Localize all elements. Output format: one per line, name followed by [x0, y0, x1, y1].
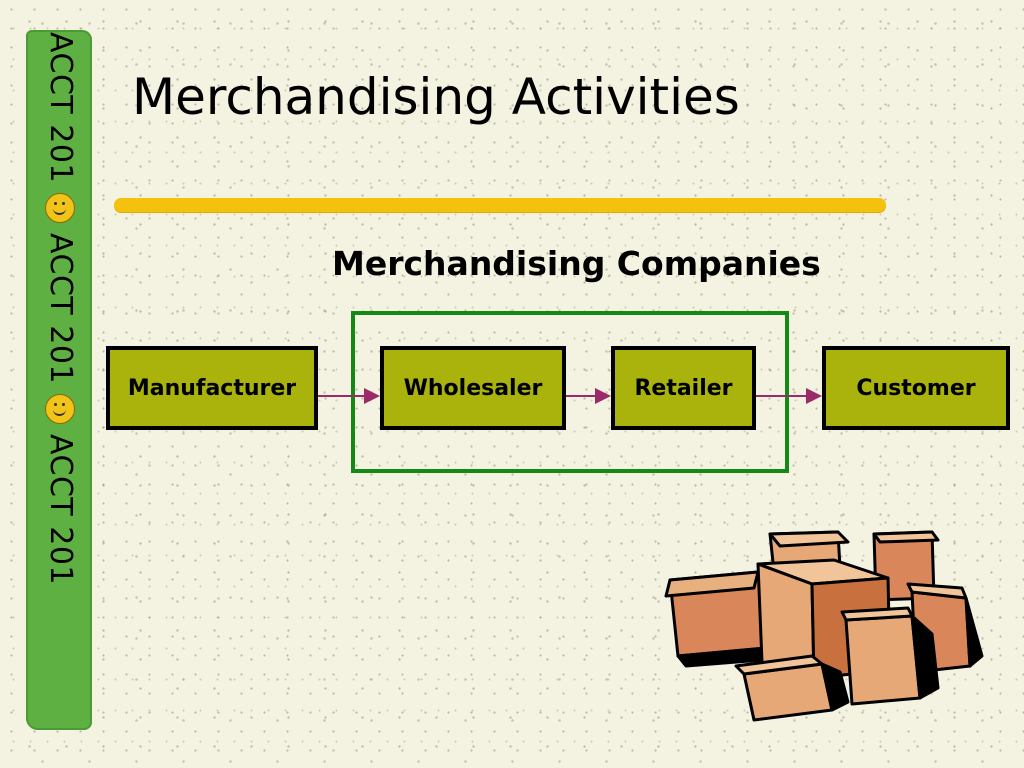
node-label: Retailer — [634, 375, 733, 401]
node-retailer: Retailer — [611, 346, 756, 430]
node-label: Manufacturer — [127, 375, 297, 401]
side-band-text: ACCT 201 ACCT 201 ACCT 201 — [30, 32, 90, 722]
side-band-label: ACCT 201 — [43, 434, 78, 586]
merchandising-companies-group — [351, 311, 789, 473]
slide-title: Merchandising Activities — [132, 68, 740, 126]
node-wholesaler: Wholesaler — [380, 346, 566, 430]
title-underline — [114, 198, 886, 212]
smiley-icon — [45, 193, 75, 224]
smiley-icon — [45, 394, 75, 425]
node-customer: Customer — [822, 346, 1010, 430]
node-manufacturer: Manufacturer — [106, 346, 318, 430]
diagram-subtitle: Merchandising Companies — [332, 244, 821, 283]
node-label: Customer — [856, 375, 976, 401]
node-label: Wholesaler — [403, 375, 543, 401]
side-band-label: ACCT 201 — [43, 233, 78, 385]
cardboard-boxes-icon — [664, 530, 984, 722]
side-band-label: ACCT 201 — [43, 32, 78, 184]
side-band — [26, 30, 92, 730]
